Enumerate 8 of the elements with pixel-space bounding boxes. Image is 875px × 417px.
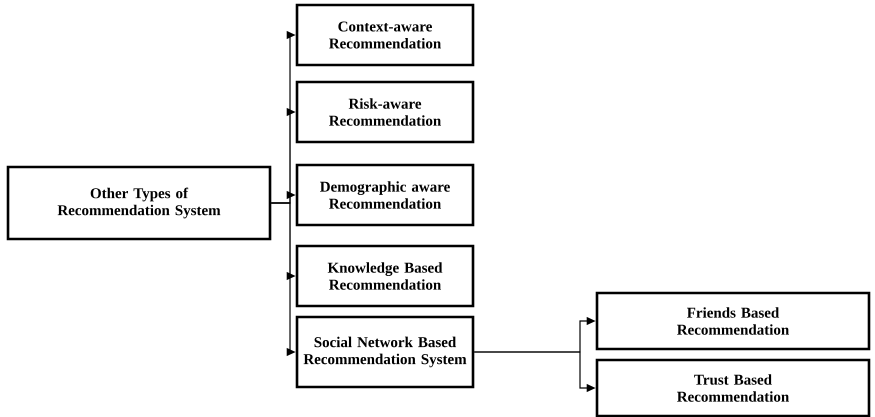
process-box: Demographic aware Recommendation — [296, 164, 474, 226]
process-box: Context-aware Recommendation — [296, 4, 474, 66]
process-box: Friends Based Recommendation — [596, 292, 870, 350]
process-box: Risk-aware Recommendation — [296, 80, 474, 144]
process-box: Social Network Based Recommendation System — [296, 316, 474, 388]
process-box: Trust Based Recommendation — [596, 358, 870, 417]
process-box: Other Types of Recommendation System — [6, 166, 272, 240]
process-box: Knowledge Based Recommendation — [296, 244, 474, 308]
